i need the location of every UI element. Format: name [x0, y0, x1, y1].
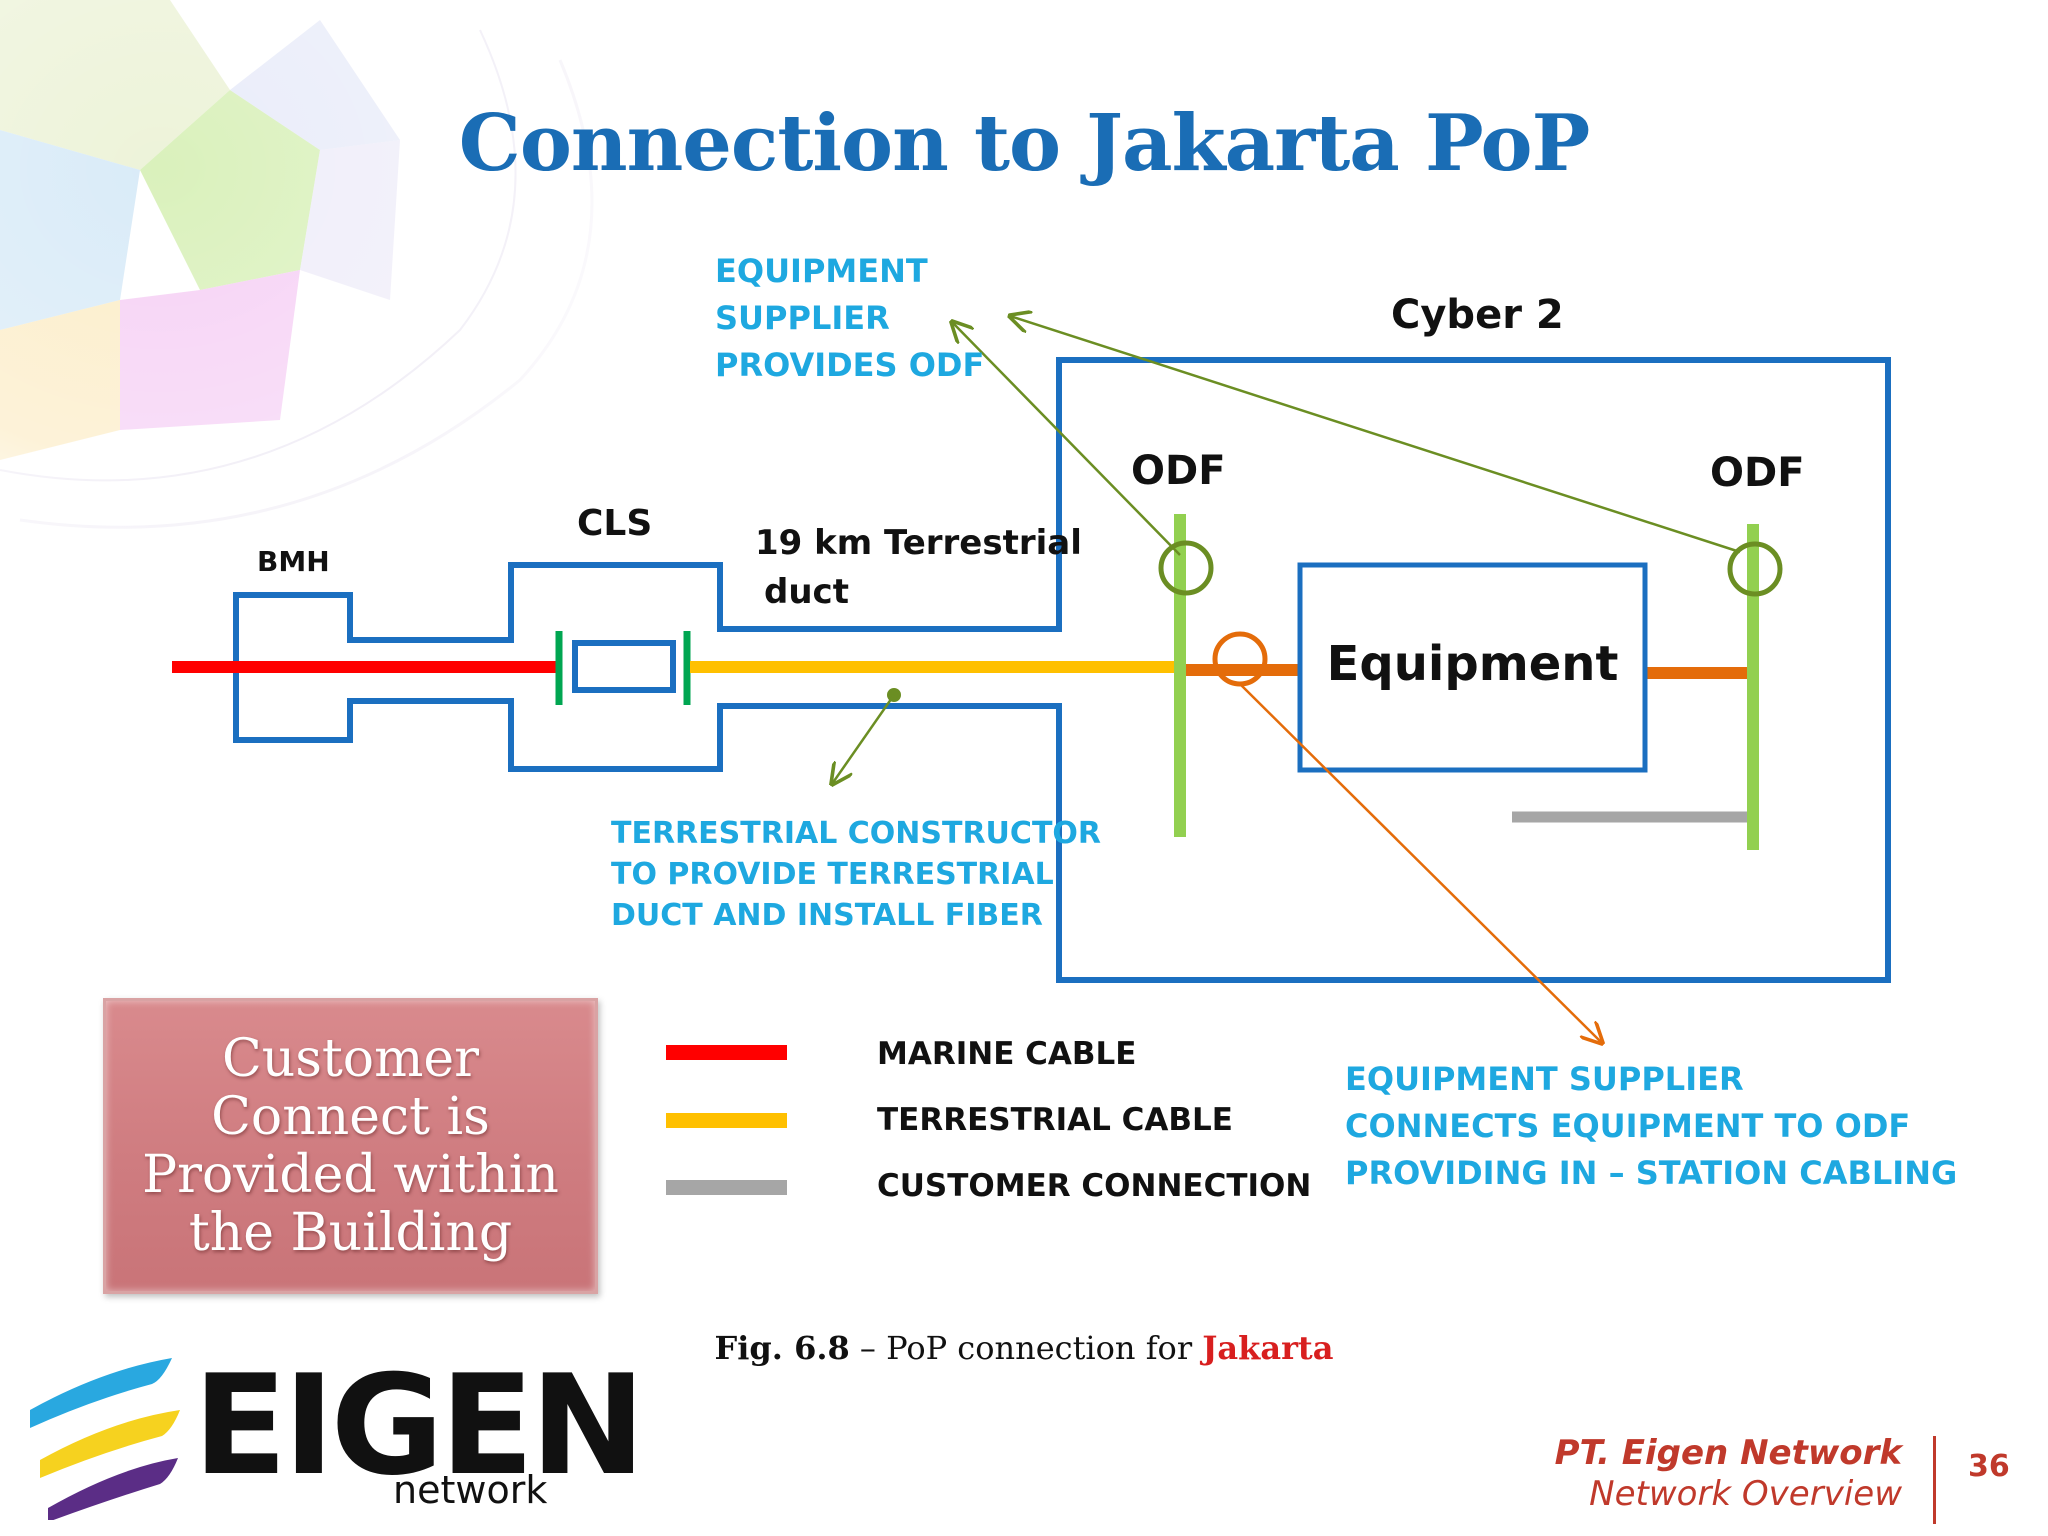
callout-terrestrial-line: TO PROVIDE TERRESTRIAL — [611, 857, 1054, 892]
odf-left-label: ODF — [1131, 448, 1226, 494]
legend-label-marine: MARINE CABLE — [877, 1036, 1137, 1072]
cls-label: CLS — [577, 503, 653, 544]
in-station-marker — [1212, 631, 1268, 687]
cls-inner-box — [572, 640, 676, 693]
building-label: Cyber 2 — [1391, 292, 1564, 338]
logo-subtext: network — [393, 1468, 548, 1512]
footer-divider — [1933, 1436, 1936, 1524]
bmh-label: BMH — [257, 545, 330, 578]
odf-right-label: ODF — [1710, 450, 1805, 496]
legend-swatch-terrestrial — [666, 1113, 787, 1128]
legend-label-terrestrial: TERRESTRIAL CABLE — [877, 1102, 1233, 1138]
duct-callout-arrow — [832, 694, 896, 784]
legend-label-customer: CUSTOMER CONNECTION — [877, 1168, 1312, 1204]
caption-dash: – — [849, 1329, 887, 1367]
callout-terrestrial-line: DUCT AND INSTALL FIBER — [611, 898, 1043, 933]
eigen-logo-stripes — [30, 1358, 180, 1520]
legend-swatch-customer — [666, 1180, 787, 1195]
note-line: Customer — [221, 1029, 480, 1089]
callout-equipment-line: CONNECTS EQUIPMENT TO ODF — [1345, 1107, 1911, 1145]
legend-swatch-marine — [666, 1045, 787, 1060]
callout-odf-line: EQUIPMENT — [715, 252, 928, 290]
footer-subtitle: Network Overview — [1589, 1474, 1902, 1514]
page-number: 36 — [1968, 1449, 2010, 1484]
callout-terrestrial-line: TERRESTRIAL CONSTRUCTOR — [611, 816, 1102, 851]
note-line: the Building — [188, 1203, 513, 1263]
callout-equipment-supplier: EQUIPMENT SUPPLIER CONNECTS EQUIPMENT TO… — [1345, 1056, 1957, 1197]
caption-fig-label: Fig. 6.8 — [714, 1329, 850, 1367]
figure-caption: Fig. 6.8 – PoP connection for Jakarta — [0, 1329, 2048, 1367]
cable-path-outline — [233, 357, 1891, 983]
odf-left-callout-arrow — [952, 322, 1181, 556]
note-line: Provided within — [142, 1145, 559, 1205]
equipment-label: Equipment — [1326, 636, 1619, 692]
equipment-box — [1297, 562, 1648, 773]
footer-company: PT. Eigen Network — [1554, 1433, 1902, 1473]
odf-right-callout-arrow — [1010, 316, 1741, 554]
callout-terrestrial-constructor: TERRESTRIAL CONSTRUCTOR TO PROVIDE TERRE… — [611, 813, 1101, 936]
note-line: Connect is — [211, 1087, 490, 1147]
customer-connect-note: Customer Connect is Provided within the … — [103, 998, 598, 1294]
callout-odf-line: PROVIDES ODF — [715, 346, 985, 384]
equipment-callout-arrow — [1239, 683, 1602, 1043]
duct-label-line1: 19 km Terrestrial — [755, 523, 1082, 563]
background-decoration — [0, 0, 640, 560]
callout-equipment-line: EQUIPMENT SUPPLIER — [1345, 1060, 1744, 1098]
odf-right-marker — [1727, 541, 1783, 597]
callout-odf-line: SUPPLIER — [715, 299, 890, 337]
slide-title: Connection to Jakarta PoP — [458, 98, 1591, 189]
caption-text: PoP connection for — [886, 1329, 1203, 1367]
logo-wordmark: EIGEN — [193, 1345, 646, 1506]
odf-left-marker — [1158, 540, 1214, 596]
caption-highlight: Jakarta — [1202, 1329, 1334, 1367]
callout-equipment-line: PROVIDING IN – STATION CABLING — [1345, 1154, 1958, 1192]
callout-odf-supplier: EQUIPMENT SUPPLIER PROVIDES ODF — [715, 248, 984, 389]
duct-label-line2: duct — [764, 572, 849, 612]
